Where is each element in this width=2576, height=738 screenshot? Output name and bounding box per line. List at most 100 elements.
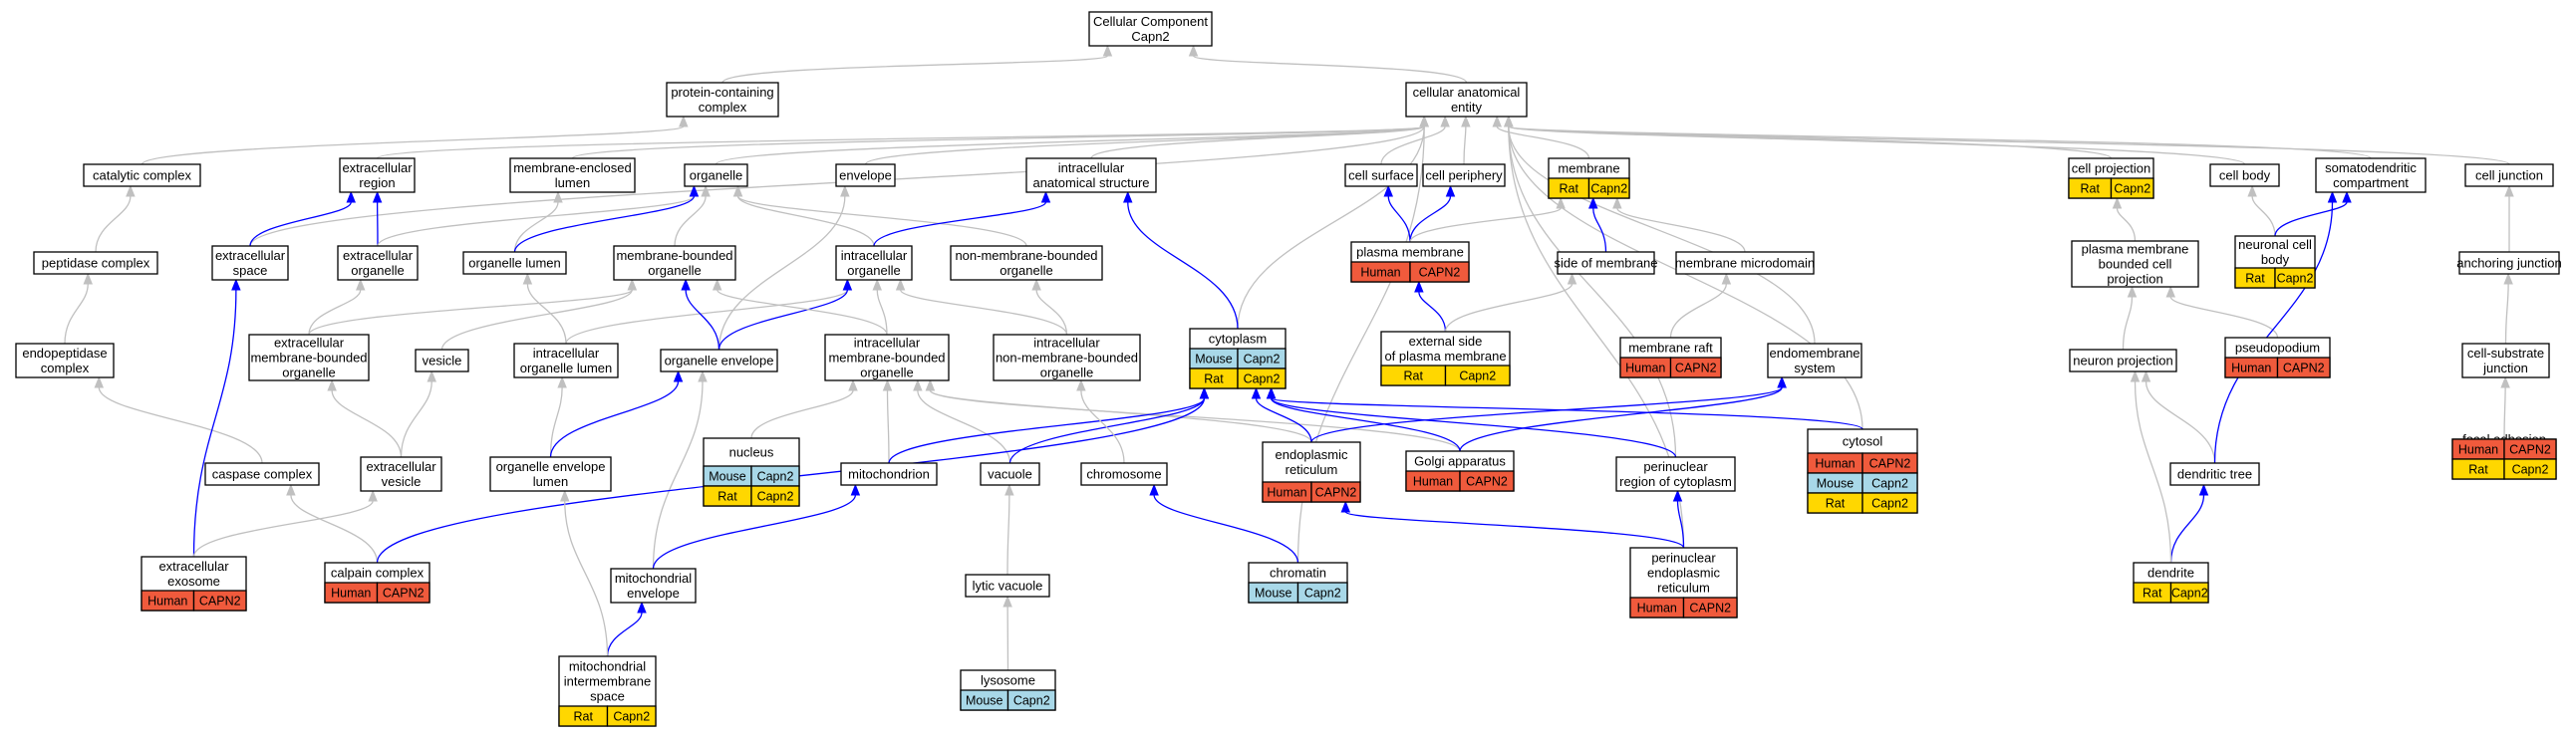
svg-text:Human: Human xyxy=(1625,362,1665,375)
edge-casp-to-endopc xyxy=(94,375,263,464)
edge-fadh-to-csj xyxy=(2500,375,2510,440)
node-label: side of membrane xyxy=(1554,256,1657,271)
species-cell: Capn2 xyxy=(1587,177,1630,199)
svg-text:Capn2: Capn2 xyxy=(1590,182,1627,196)
node-box xyxy=(965,574,1050,598)
edge-icol-to-ico xyxy=(565,278,853,345)
node-label: chromatin xyxy=(1270,566,1326,581)
node-memmd: membrane microdomain xyxy=(1675,251,1815,275)
species-cell: Capn2 xyxy=(2274,267,2316,289)
node-orglum: organelle lumen xyxy=(462,251,567,275)
node-label: membrane-bounded xyxy=(616,248,732,263)
svg-text:CAPN2: CAPN2 xyxy=(1869,457,1911,471)
node-label: mitochondrial xyxy=(569,659,646,674)
node-label: region of cytoplasm xyxy=(1619,474,1732,489)
edge-ajun-to-cjun xyxy=(2504,184,2514,253)
node-label: cell surface xyxy=(1348,168,1414,183)
svg-text:Rat: Rat xyxy=(2143,587,2162,601)
svg-text:Mouse: Mouse xyxy=(966,694,1003,708)
edge-orgenv-to-ico xyxy=(717,278,853,351)
node-label: chromosome xyxy=(1086,467,1161,482)
node-box xyxy=(1557,251,1655,275)
node-label: cytosol xyxy=(1843,434,1883,449)
svg-text:Capn2: Capn2 xyxy=(757,490,794,504)
species-cell: Human xyxy=(1807,452,1863,474)
node-label: pseudopodium xyxy=(2235,341,2320,356)
node-lytv: lytic vacuole xyxy=(965,574,1050,598)
species-cell: Human xyxy=(1262,481,1312,503)
node-ves: vesicle xyxy=(415,349,469,372)
edge-nuc-to-imbo xyxy=(750,378,858,439)
node-label: organelle envelope xyxy=(665,354,774,369)
node-box xyxy=(2464,163,2554,187)
species-cell: CAPN2 xyxy=(2276,357,2331,378)
node-label: somatodendritic xyxy=(2325,160,2417,175)
species-cell: Rat xyxy=(1807,492,1863,514)
svg-text:CAPN2: CAPN2 xyxy=(2283,362,2325,375)
edge-pm-to-csurf xyxy=(1383,184,1411,243)
node-pepc: peptidase complex xyxy=(33,251,158,275)
edge-dend-to-dtree xyxy=(2169,483,2209,564)
node-label: organelle xyxy=(351,263,405,278)
edge-imbo-to-mbo xyxy=(712,278,888,336)
svg-text:Rat: Rat xyxy=(2468,463,2488,477)
species-cell: Capn2 xyxy=(2110,177,2154,199)
node-label: endoplasmic xyxy=(1647,566,1720,581)
edge-pseudo-to-pmbcp xyxy=(2165,285,2279,339)
node-label: cell projection xyxy=(2072,161,2151,176)
node-box xyxy=(1088,11,1213,47)
svg-text:Capn2: Capn2 xyxy=(1244,372,1281,386)
node-label: vesicle xyxy=(423,354,462,369)
edge-calp-to-casp xyxy=(286,483,379,564)
node-label: compartment xyxy=(2333,175,2409,190)
edge-mbo-to-org xyxy=(674,184,711,247)
svg-text:Human: Human xyxy=(1815,457,1855,471)
node-som: side of membrane xyxy=(1554,251,1658,275)
edge-ncb-to-sdc xyxy=(2274,190,2352,237)
node-label: calpain complex xyxy=(331,566,425,581)
node-box xyxy=(824,334,950,381)
node-label: envelope xyxy=(627,586,680,601)
node-label: complex xyxy=(41,361,90,375)
node-label: of plasma membrane xyxy=(1384,349,1506,364)
node-box xyxy=(2209,163,2280,187)
edge-exexo-to-exves xyxy=(192,489,378,558)
svg-text:Human: Human xyxy=(1637,602,1677,615)
species-cell: Mouse xyxy=(1248,582,1299,604)
edge-mims-to-mitoenv xyxy=(606,601,647,657)
node-label: bounded cell xyxy=(2099,257,2172,272)
node-label: body xyxy=(2261,252,2290,267)
species-cell: Rat xyxy=(2234,267,2276,289)
edge-icol-to-orglum xyxy=(522,272,567,345)
svg-text:Human: Human xyxy=(147,595,187,609)
species-cell: Rat xyxy=(2068,177,2113,199)
node-box xyxy=(248,334,370,381)
edge-lytv-to-vac xyxy=(1004,483,1014,576)
edge-pepc-to-catc xyxy=(95,184,136,253)
node-label: endopeptidase xyxy=(22,346,107,361)
node-label: endomembrane xyxy=(1769,346,1860,361)
node-label: envelope xyxy=(839,168,892,183)
node-csurf: cell surface xyxy=(1344,163,1418,187)
svg-text:Capn2: Capn2 xyxy=(2277,272,2314,286)
species-cell: Rat xyxy=(558,705,609,727)
node-label: exosome xyxy=(167,574,220,589)
edge-pmbcp-to-cproj xyxy=(2112,196,2137,242)
node-cjun: cell junction xyxy=(2464,163,2554,187)
edge-memmd-to-mem xyxy=(1612,196,1746,253)
edge-csurf-to-cae xyxy=(1380,115,1450,165)
edge-espm-to-som xyxy=(1444,272,1577,333)
species-cell: Capn2 xyxy=(1444,365,1511,386)
node-label: extracellular xyxy=(274,336,345,351)
